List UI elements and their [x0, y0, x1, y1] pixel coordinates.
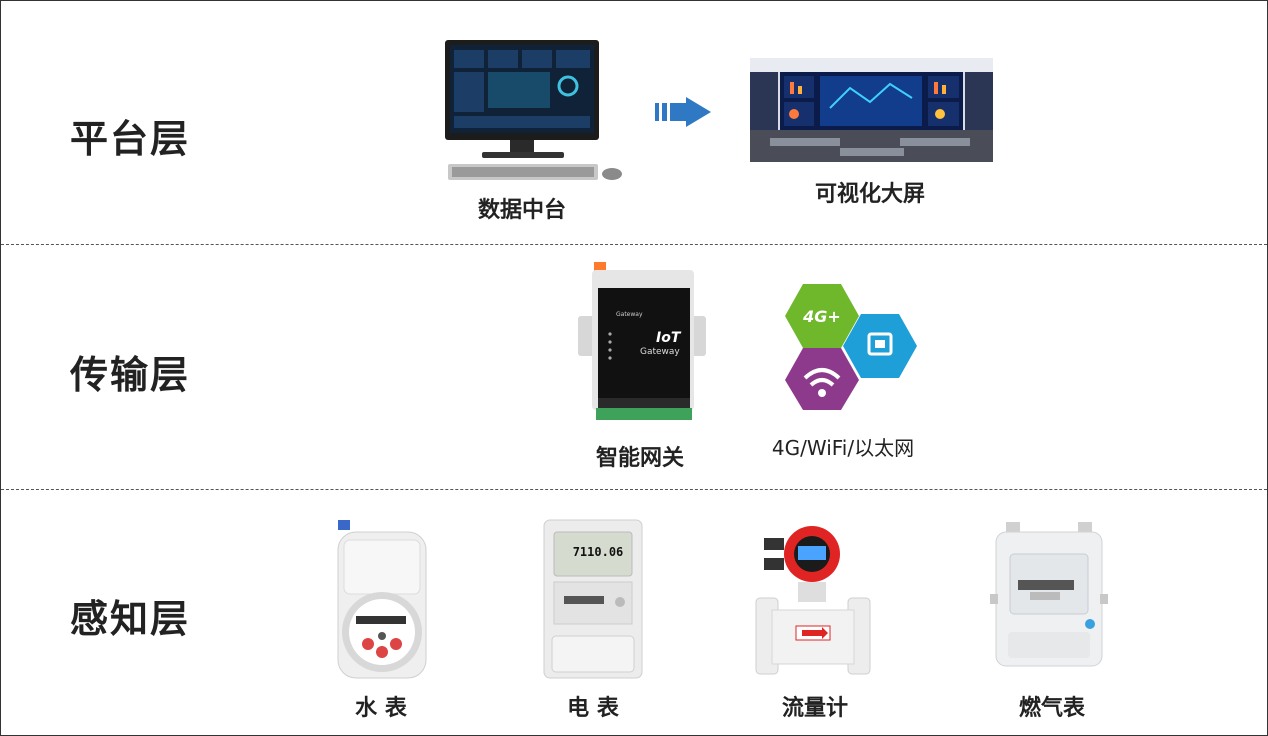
caption-data-platform: 数据中台 [477, 198, 566, 223]
caption-water-meter: 水 表 [355, 696, 407, 721]
water-meter-icon [337, 520, 427, 679]
caption-network-types: 4G/WiFi/以太网 [771, 436, 915, 460]
layer-divider-2 [1, 489, 1267, 490]
caption-visual-screen: 可视化大屏 [814, 182, 925, 207]
gas-meter-icon [990, 522, 1108, 667]
electric-meter-icon: 7110.06 [543, 519, 643, 679]
hex-4g-label: 4G+ [802, 307, 841, 326]
layer-label-transport: 传输层 [70, 353, 191, 397]
visualization-screen-image [750, 58, 993, 162]
caption-flow-meter: 流量计 [781, 696, 848, 721]
flow-arrow-icon [655, 97, 711, 127]
layer-label-platform: 平台层 [70, 117, 191, 161]
gateway-title: IoT [656, 330, 682, 346]
iot-gateway-icon: IoT Gateway Gateway [578, 262, 706, 420]
meter-reading: 7110.06 [573, 545, 624, 559]
flow-meter-icon [755, 526, 871, 675]
layer-divider-1 [1, 244, 1267, 245]
caption-smart-gateway: 智能网关 [595, 446, 684, 471]
gateway-brand: Gateway [616, 311, 643, 318]
network-hexagons-icon: 4G+ [785, 284, 917, 410]
desktop-computer-icon [445, 40, 622, 180]
layer-label-sensing: 感知层 [70, 597, 191, 641]
caption-gas-meter: 燃气表 [1018, 696, 1085, 721]
gateway-subtitle: Gateway [640, 347, 680, 357]
caption-electric-meter: 电 表 [567, 696, 619, 721]
